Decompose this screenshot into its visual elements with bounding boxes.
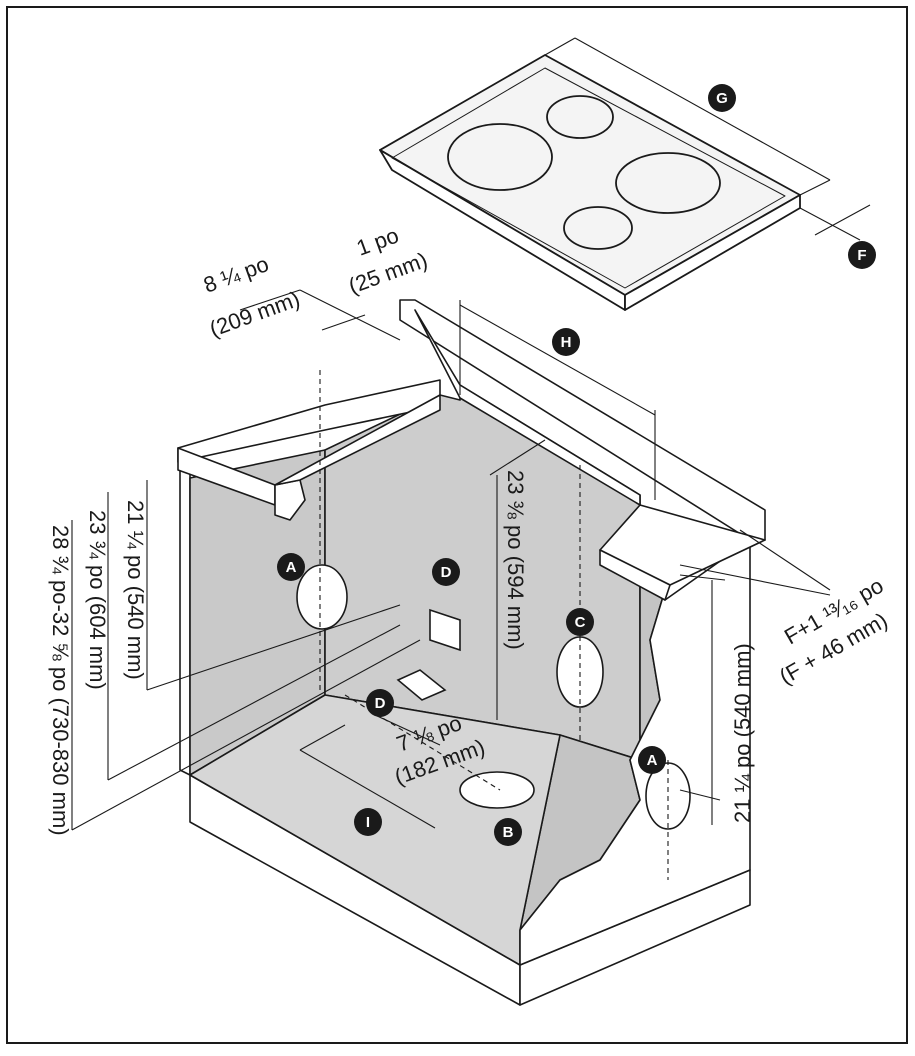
outlet-d-floor: [396, 669, 447, 701]
badge-g: G: [708, 84, 736, 112]
dim-right-height-label: 21 ¼ po (540 mm): [730, 643, 755, 823]
dim-right-offset: [739, 529, 831, 591]
dim-left-inner-leader: [146, 604, 401, 691]
dim-left-middle-leader: [107, 624, 401, 781]
badge-a-right: A: [638, 746, 666, 774]
dim-right-leader: [679, 789, 721, 801]
counter-left-inner-edge: [274, 394, 441, 486]
dim-left-outer-label: 28 ¾ po-32 ⅝ po (730-830 mm): [48, 525, 73, 836]
right-outer-wall: [519, 539, 751, 966]
badge-a-left: A: [277, 553, 305, 581]
hole-b: [459, 771, 535, 809]
backsplash-lip: [414, 309, 641, 506]
burner-large-left: [447, 123, 553, 191]
counter-left-top: [177, 379, 441, 463]
badge-c-label: C: [575, 614, 586, 631]
badge-d-wall: D: [432, 558, 460, 586]
outlet-d-wall: [429, 608, 461, 652]
dim-line-i: [299, 749, 436, 829]
cooktop-inner-edge: [391, 67, 786, 289]
badge-i: I: [354, 808, 382, 836]
badge-a-right-label: A: [647, 752, 658, 769]
dim-i-tick: [299, 724, 346, 751]
dimension-lines: [71, 37, 871, 880]
dim-depth-center-label: 23 ⅜ po (594 mm): [503, 470, 528, 650]
badge-b-label: B: [503, 824, 514, 841]
dim-right-offset-2: [679, 564, 831, 596]
dim-left-outer-leader: [71, 639, 421, 831]
dim-line-g: [574, 37, 831, 181]
cabinet: [177, 299, 766, 1006]
badge-h: H: [552, 328, 580, 356]
dim-tick-f: [814, 204, 871, 236]
badge-f-label: F: [857, 247, 866, 264]
dim-182: [374, 714, 441, 746]
burner-small-back: [546, 95, 614, 139]
burner-large-right: [615, 152, 721, 214]
dim-line-1po: [321, 314, 366, 331]
dim-tick-g2: [799, 179, 831, 196]
badge-d-floor: D: [366, 689, 394, 717]
badge-g-label: G: [716, 90, 728, 107]
hole-a-left: [296, 564, 348, 630]
badge-c: C: [566, 608, 594, 636]
dim-line-f: [799, 207, 861, 241]
dim-line-8-25: [239, 289, 301, 311]
dim-line-h: [459, 304, 656, 416]
badges: G F H A D C D A: [277, 84, 876, 846]
dim-right-top: [679, 574, 726, 581]
dim-left-middle-label: 23 ¾ po (604 mm): [85, 510, 110, 690]
dim-depth-top: [489, 439, 546, 476]
badge-h-label: H: [561, 334, 572, 351]
left-wall-edge: [179, 469, 191, 776]
dim-left-inner-label: 21 ¼ po (540 mm): [123, 500, 148, 680]
badge-b: B: [494, 818, 522, 846]
badge-f: F: [848, 241, 876, 269]
badge-d-wall-label: D: [441, 564, 452, 581]
badge-i-label: I: [366, 814, 370, 831]
badge-a-left-label: A: [286, 559, 297, 576]
dim-tick-g1: [544, 37, 576, 56]
dim-line-top-run: [299, 289, 401, 341]
burner-small-front: [563, 206, 633, 250]
counter-right-front: [599, 549, 671, 601]
cooktop: [379, 54, 801, 311]
badge-d-floor-label: D: [375, 695, 386, 712]
